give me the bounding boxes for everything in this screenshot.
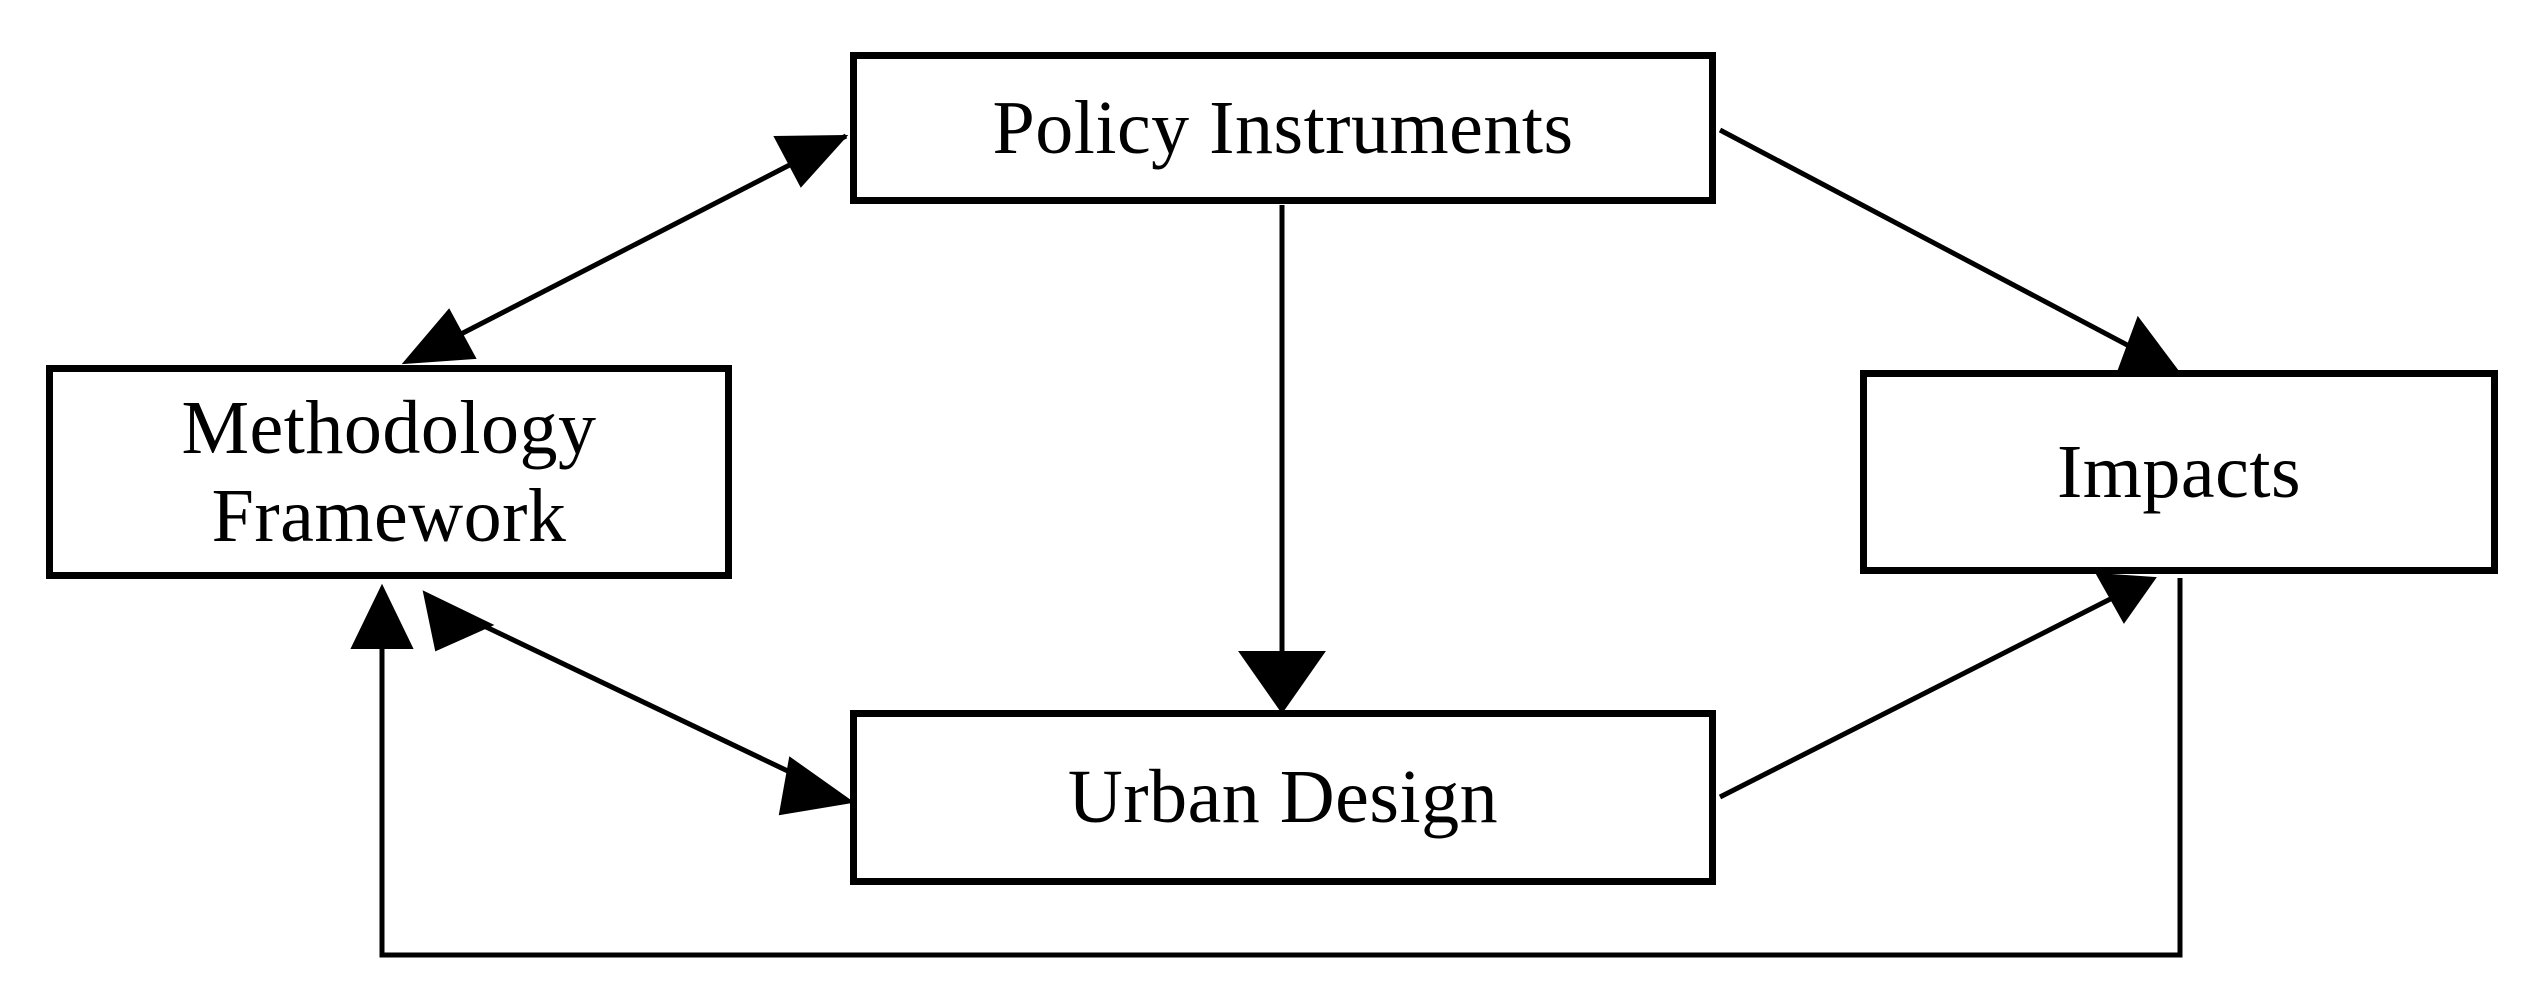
node-methodology-framework[interactable]: Methodology Framework [46, 365, 732, 579]
edge-urban-impacts [1718, 572, 2157, 800]
edge-policy-impacts [1718, 127, 2183, 376]
node-impacts[interactable]: Impacts [1860, 370, 2498, 574]
edge-policy-urban [1238, 205, 1326, 714]
edge-impacts-methodology [350, 578, 2183, 958]
edge-methodology-urban [422, 590, 855, 816]
node-policy-instruments-label: Policy Instruments [992, 85, 1574, 170]
node-policy-instruments[interactable]: Policy Instruments [850, 52, 1716, 204]
node-urban-design[interactable]: Urban Design [850, 710, 1716, 885]
node-urban-design-label: Urban Design [1067, 755, 1499, 840]
node-impacts-label: Impacts [2056, 429, 2302, 514]
edge-methodology-policy [401, 133, 849, 365]
node-methodology-framework-label: Methodology Framework [181, 385, 597, 558]
